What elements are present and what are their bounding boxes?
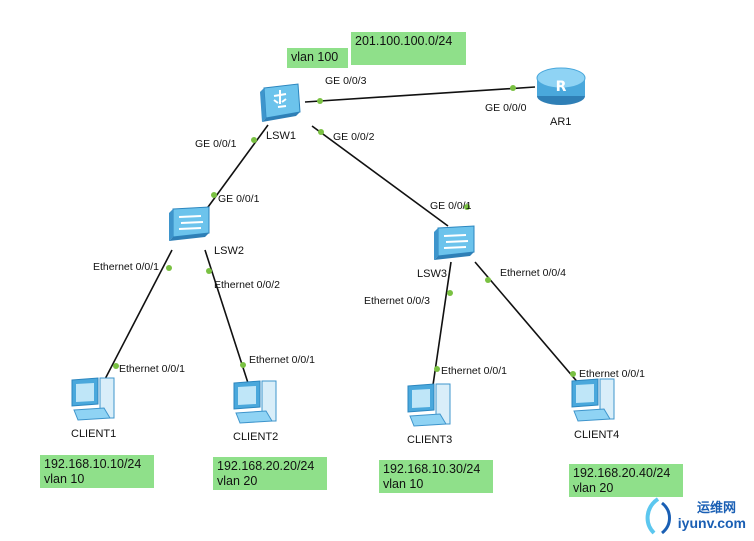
watermark-logo-icon [645,497,671,535]
port-label-lsw3-ge001: GE 0/0/1 [430,200,472,212]
client2-pc-icon[interactable] [232,377,284,427]
port-label-lsw1-ge002: GE 0/0/2 [333,131,375,143]
port-label-lsw2-eth001: Ethernet 0/0/1 [93,261,159,273]
port-dot [570,371,576,377]
link-lsw3-client4 [474,261,581,386]
client1-label: CLIENT1 [71,428,117,440]
lsw1-switch-icon[interactable] [256,82,304,126]
note-wan-network: 201.100.100.0/24 [351,32,466,65]
port-dot [434,366,440,372]
port-label-lsw2-ge001: GE 0/0/1 [218,193,260,205]
lsw3-switch-icon[interactable] [432,224,478,264]
port-dot [317,98,323,104]
port-dot [206,268,212,274]
port-dot [240,362,246,368]
ar1-label: AR1 [550,116,572,128]
client3-pc-icon[interactable] [406,380,458,430]
port-dot [211,192,217,198]
lsw1-label: LSW1 [266,130,296,142]
note-client1: 192.168.10.10/24 vlan 10 [40,455,154,488]
client1-pc-icon[interactable] [70,374,122,424]
lsw2-label: LSW2 [214,245,244,257]
port-label-client4-eth001: Ethernet 0/0/1 [579,368,645,380]
port-dot [485,277,491,283]
port-dot [166,265,172,271]
note-client3: 192.168.10.30/24 vlan 10 [379,460,493,493]
port-label-lsw3-eth003: Ethernet 0/0/3 [364,295,430,307]
note-client4: 192.168.20.40/24 vlan 20 [569,464,683,497]
link-lsw1-ar1 [304,86,536,103]
link-lsw2-client1 [102,249,173,384]
port-dot [447,290,453,296]
watermark-text-domain: iyunv.com [677,515,746,531]
port-label-lsw1-ge001: GE 0/0/1 [195,138,237,150]
port-dot [251,137,257,143]
port-label-client2-eth001: Ethernet 0/0/1 [249,354,315,366]
port-label-ar1-ge000: GE 0/0/0 [485,102,527,114]
port-dot [510,85,516,91]
ar1-router-icon[interactable]: R [535,60,587,108]
link-lsw2-client2 [204,249,249,384]
client4-pc-icon[interactable] [570,375,622,425]
port-label-lsw3-eth004: Ethernet 0/0/4 [500,267,566,279]
svg-text:R: R [556,79,567,95]
port-label-lsw1-ge003: GE 0/0/3 [325,75,367,87]
note-lsw1-vlan: vlan 100 [287,48,348,68]
port-dot [113,363,119,369]
watermark: 运维网 iyunv.com [638,493,750,539]
port-label-client3-eth001: Ethernet 0/0/1 [441,365,507,377]
lsw3-label: LSW3 [417,268,447,280]
watermark-text-cn: 运维网 [696,500,736,515]
lsw2-switch-icon[interactable] [167,205,213,245]
link-lsw1-lsw3 [311,125,449,227]
note-client2: 192.168.20.20/24 vlan 20 [213,457,327,490]
port-dot [318,129,324,135]
port-label-client1-eth001: Ethernet 0/0/1 [119,363,185,375]
port-label-lsw2-eth002: Ethernet 0/0/2 [214,279,280,291]
link-lsw3-client3 [432,261,452,386]
client3-label: CLIENT3 [407,434,453,446]
client2-label: CLIENT2 [233,431,279,443]
port-dot [464,204,470,210]
client4-label: CLIENT4 [574,429,620,441]
